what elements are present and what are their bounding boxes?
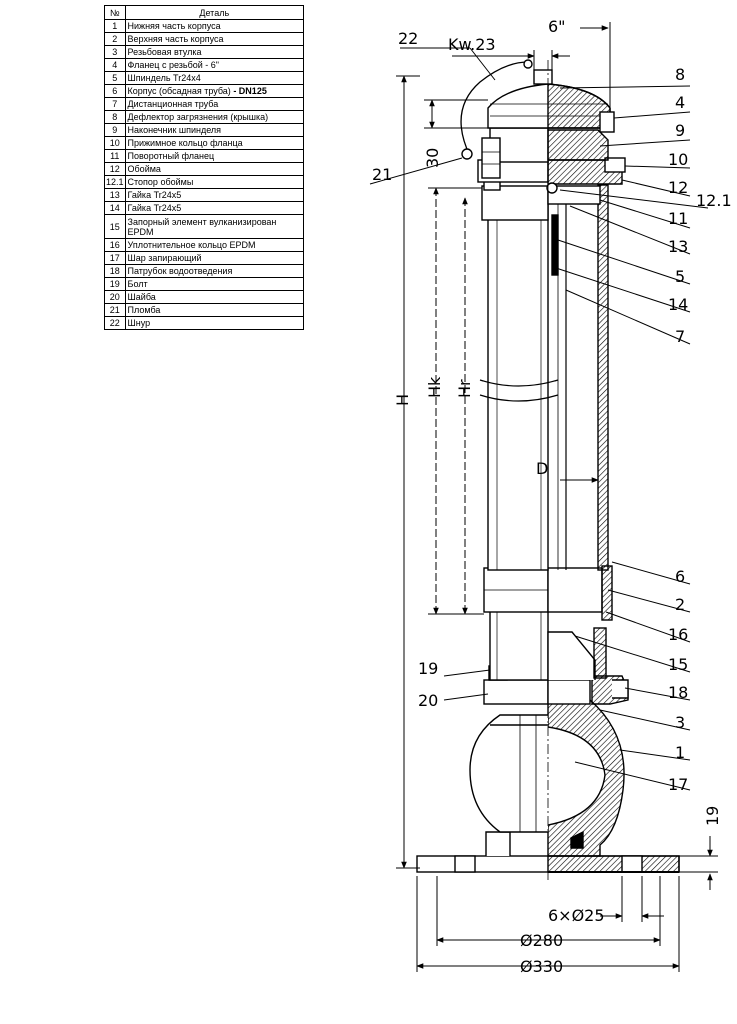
callout-21: 21 xyxy=(372,165,392,184)
seal-21 xyxy=(461,148,473,160)
dim-H: H xyxy=(393,394,412,406)
callout-11: 11 xyxy=(668,209,688,228)
callout-7: 7 xyxy=(675,327,685,346)
spindle-5 xyxy=(551,214,559,276)
dim-kw23: Kw.23 xyxy=(448,35,496,54)
callout-19: 19 xyxy=(418,659,438,678)
callout-17: 17 xyxy=(668,775,688,794)
callout-14: 14 xyxy=(668,295,688,314)
collar xyxy=(483,679,549,705)
callout-12-1: 12.1 xyxy=(696,191,732,210)
part-name-text: Корпус (обсадная труба) xyxy=(127,86,231,96)
part-name-suffix: - DN125 xyxy=(230,86,267,96)
callout-9: 9 xyxy=(675,121,685,140)
callout-20: 20 xyxy=(418,691,438,710)
dim-D: D xyxy=(536,459,548,478)
dim-thread-6in: 6" xyxy=(548,17,566,36)
callout-16: 16 xyxy=(668,625,688,644)
dim-d280: Ø280 xyxy=(520,931,563,950)
callout-2: 2 xyxy=(675,595,685,614)
ball-17 xyxy=(469,714,548,833)
casing-6 xyxy=(597,184,609,571)
dim-19: 19 xyxy=(703,806,722,826)
leader-lines xyxy=(369,47,709,791)
callout-3: 3 xyxy=(675,713,685,732)
part-name: Запорный элемент вулканизирован EPDM xyxy=(124,214,305,239)
dim-Hk: Hk xyxy=(425,376,444,398)
hydrant-body xyxy=(416,59,680,880)
callout-1: 1 xyxy=(675,743,685,762)
callout-18: 18 xyxy=(668,683,688,702)
callout-4: 4 xyxy=(675,93,685,112)
part-name: Шнур xyxy=(124,316,305,330)
callout-12: 12 xyxy=(668,178,688,197)
dim-d330: Ø330 xyxy=(520,957,563,976)
chain-22 xyxy=(460,61,529,157)
callout-6: 6 xyxy=(675,567,685,586)
callout-10: 10 xyxy=(668,150,688,169)
dim-holes: 6×Ø25 xyxy=(548,906,605,925)
callout-22: 22 xyxy=(398,29,418,48)
dimension-labels: Kw.23 6" 30 H Hk Hr D 19 6×Ø25 Ø280 Ø330 xyxy=(393,17,722,976)
callout-labels: 22 21 8 4 9 10 12 12.1 11 13 5 14 7 6 2 … xyxy=(372,29,732,794)
dim-30: 30 xyxy=(423,148,442,168)
callout-5: 5 xyxy=(675,267,685,286)
dimension-lines xyxy=(396,22,718,972)
callout-8: 8 xyxy=(675,65,685,84)
callout-13: 13 xyxy=(668,237,688,256)
callout-15: 15 xyxy=(668,655,688,674)
dim-Hr: Hr xyxy=(455,379,474,398)
